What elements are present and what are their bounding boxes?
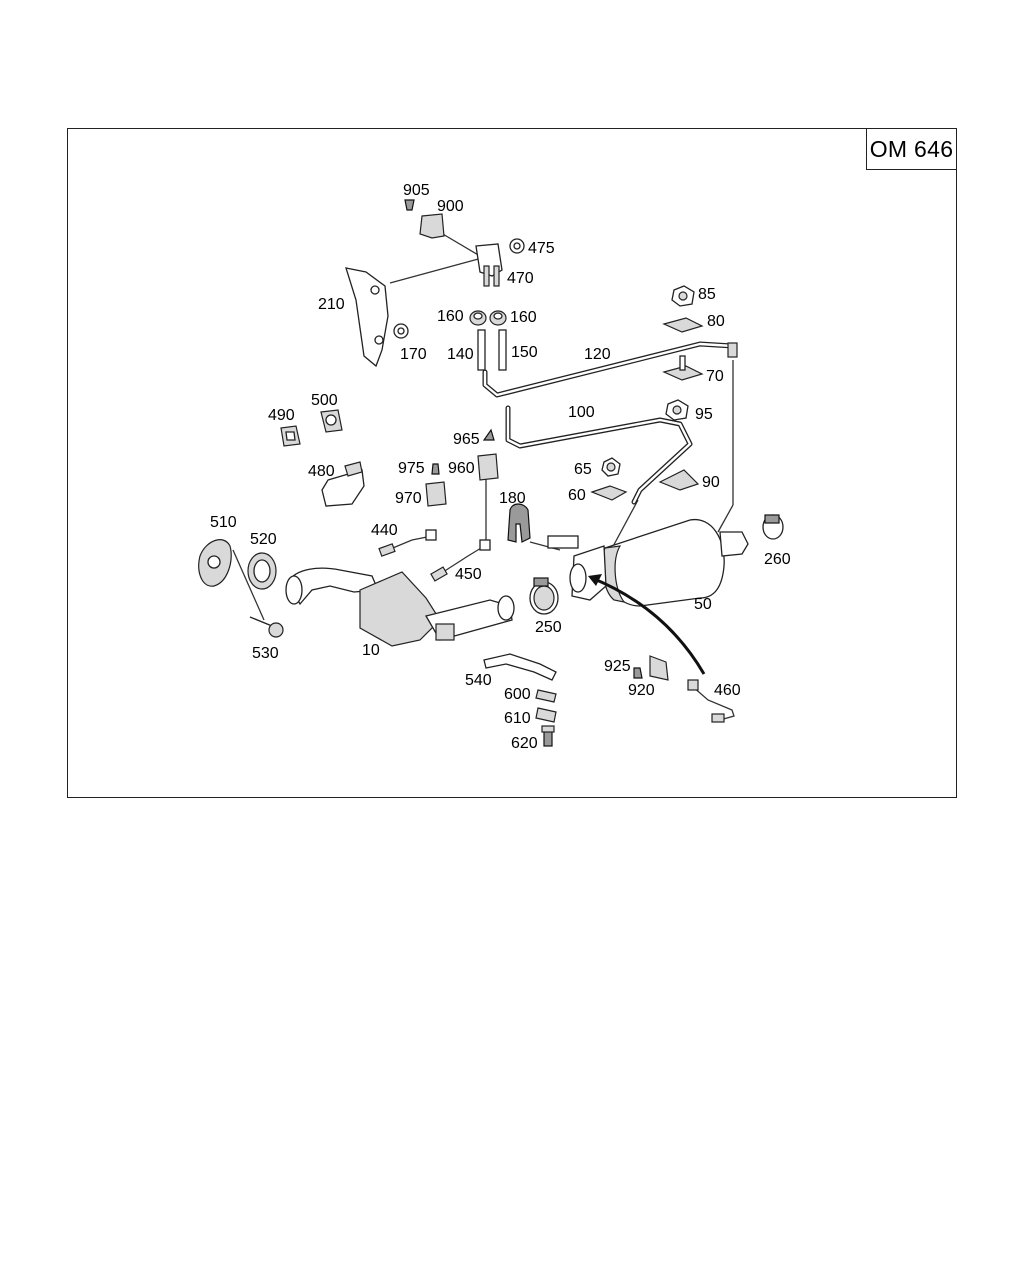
nut-95 [665, 399, 689, 421]
bolt-620 [541, 725, 555, 747]
holder-960 [477, 453, 499, 481]
label-600: 600 [504, 686, 531, 703]
bracket-480 [321, 461, 365, 507]
label-140: 140 [447, 346, 474, 363]
holder-180 [507, 503, 531, 543]
label-50: 50 [694, 596, 712, 613]
holder-920 [649, 655, 669, 681]
label-180: 180 [499, 490, 526, 507]
label-500: 500 [311, 392, 338, 409]
label-70: 70 [706, 368, 724, 385]
label-440: 440 [371, 522, 398, 539]
sensor-450 [430, 539, 491, 582]
flange-510 [198, 539, 232, 587]
bolt-530 [249, 616, 284, 638]
label-475: 475 [528, 240, 555, 257]
label-960: 960 [448, 460, 475, 477]
label-160-right: 160 [510, 309, 537, 326]
clamp-160-right [489, 310, 507, 326]
grommet-905 [404, 199, 415, 211]
holder-60 [590, 485, 628, 501]
label-210: 210 [318, 296, 345, 313]
pipe-120 [482, 341, 738, 398]
clamp-160-left [469, 310, 487, 326]
sensor-440 [378, 529, 437, 557]
label-95: 95 [695, 406, 713, 423]
label-60: 60 [568, 487, 586, 504]
label-260: 260 [764, 551, 791, 568]
label-170: 170 [400, 346, 427, 363]
clamp-260 [762, 514, 784, 540]
washer-475 [509, 238, 525, 254]
catalytic-converter-10 [285, 567, 515, 647]
pressure-converter-470 [475, 243, 503, 287]
sensor-cable-460 [588, 574, 735, 723]
label-150: 150 [511, 344, 538, 361]
label-160-left: 160 [437, 308, 464, 325]
rubber-mount-900 [419, 213, 445, 239]
engine-code-box: OM 646 [866, 128, 957, 170]
holder-90 [658, 469, 700, 491]
plate-610 [535, 707, 557, 723]
label-540: 540 [465, 672, 492, 689]
part-labels: 905 900 475 470 210 160 160 170 140 150 … [210, 182, 791, 752]
holder-490 [280, 425, 301, 447]
label-530: 530 [252, 645, 279, 662]
bracket-210 [345, 267, 389, 368]
label-490: 490 [268, 407, 295, 424]
label-65: 65 [574, 461, 592, 478]
label-480: 480 [308, 463, 335, 480]
nut-85 [671, 285, 695, 307]
label-100: 100 [568, 404, 595, 421]
label-925: 925 [604, 658, 631, 675]
label-920: 920 [628, 682, 655, 699]
clamp-250 [529, 577, 559, 615]
rubber-600 [535, 689, 557, 703]
leader-lines [232, 229, 734, 621]
label-620: 620 [511, 735, 538, 752]
label-900: 900 [437, 198, 464, 215]
pipe-100 [505, 405, 693, 505]
bracket-540 [483, 653, 557, 681]
holder-970 [425, 481, 447, 507]
plug-965 [482, 428, 495, 441]
diagram-frame [67, 128, 957, 798]
label-905: 905 [403, 182, 430, 199]
label-250: 250 [535, 619, 562, 636]
label-510: 510 [210, 514, 237, 531]
plug-925 [633, 667, 643, 679]
hose-140 [477, 329, 486, 371]
label-120: 120 [584, 346, 611, 363]
label-80: 80 [707, 313, 725, 330]
label-450: 450 [455, 566, 482, 583]
label-610: 610 [504, 710, 531, 727]
label-470: 470 [507, 270, 534, 287]
label-970: 970 [395, 490, 422, 507]
holder-500 [320, 409, 343, 433]
muffler-50 [547, 519, 749, 607]
holder-80 [662, 317, 704, 333]
label-90: 90 [702, 474, 720, 491]
plug-975 [431, 463, 440, 475]
hose-150 [498, 329, 507, 371]
label-10: 10 [362, 642, 380, 659]
seal-520 [247, 552, 277, 590]
label-460: 460 [714, 682, 741, 699]
label-85: 85 [698, 286, 716, 303]
label-520: 520 [250, 531, 277, 548]
washer-170 [393, 323, 409, 339]
label-975: 975 [398, 460, 425, 477]
holder-70 [662, 355, 704, 381]
label-965: 965 [453, 431, 480, 448]
nut-65 [601, 457, 621, 477]
